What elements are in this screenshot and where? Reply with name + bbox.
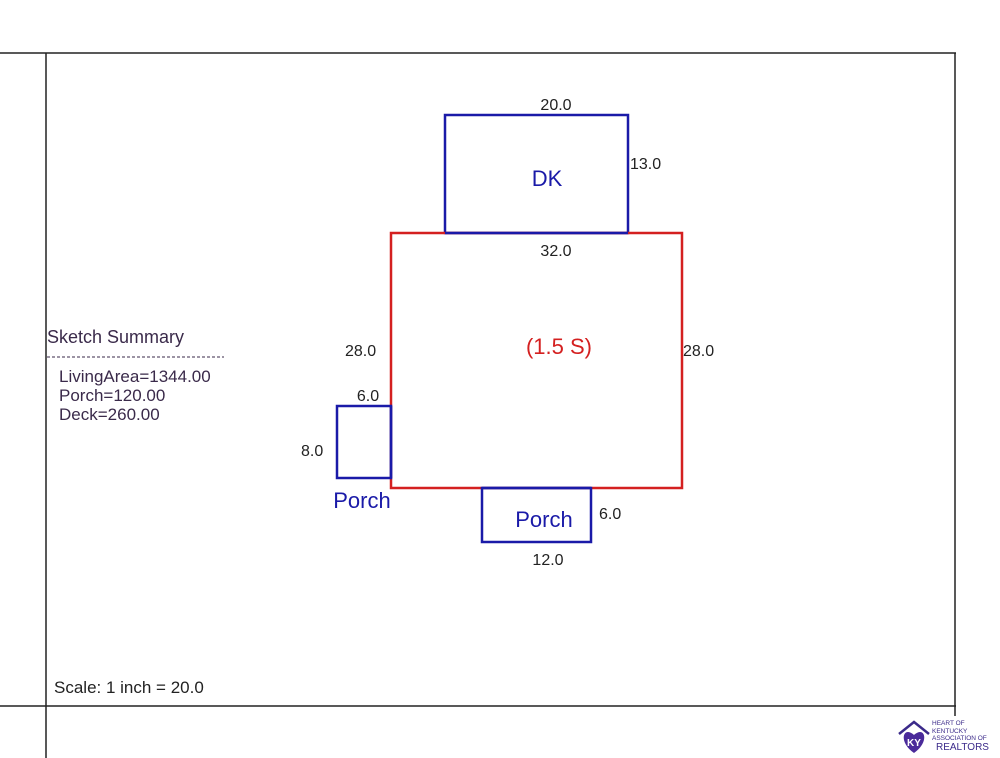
deck-right-dim: 13.0 xyxy=(630,156,661,173)
deck-label: DK xyxy=(532,166,563,191)
porch-bottom-bottom-dim: 12.0 xyxy=(532,552,563,569)
living-area-label: (1.5 S) xyxy=(526,334,592,359)
summary-item: Porch=120.00 xyxy=(59,386,165,405)
summary-title: Sketch Summary xyxy=(47,327,184,347)
house-heart-icon: KY xyxy=(898,720,930,753)
realtors-logo: KY HEART OF KENTUCKY ASSOCIATION OF REAL… xyxy=(896,718,1000,758)
main-right-dim: 28.0 xyxy=(683,343,714,360)
porch-left-outline xyxy=(335,404,393,480)
porch-bottom-label: Porch xyxy=(515,507,572,532)
logo-brand: REALTORS xyxy=(936,742,989,753)
deck-top-dim: 20.0 xyxy=(540,97,571,114)
logo-org: HEART OF KENTUCKY ASSOCIATION OF xyxy=(932,720,987,742)
living-area-outline xyxy=(389,231,684,490)
scale-label: Scale: 1 inch = 20.0 xyxy=(54,678,204,697)
logo-ky: KY xyxy=(907,738,921,749)
porch-bottom-outline xyxy=(480,486,593,544)
porch-left-label: Porch xyxy=(333,488,390,513)
porch-bottom-right-dim: 6.0 xyxy=(599,506,621,523)
main-left-dim: 28.0 xyxy=(345,343,376,360)
porch-left-side-dim: 8.0 xyxy=(301,443,323,460)
summary-item: LivingArea=1344.00 xyxy=(59,367,211,386)
summary-item: Deck=260.00 xyxy=(59,405,160,424)
porch-left-top-dim: 6.0 xyxy=(357,388,379,405)
main-top-dim: 32.0 xyxy=(540,243,571,260)
